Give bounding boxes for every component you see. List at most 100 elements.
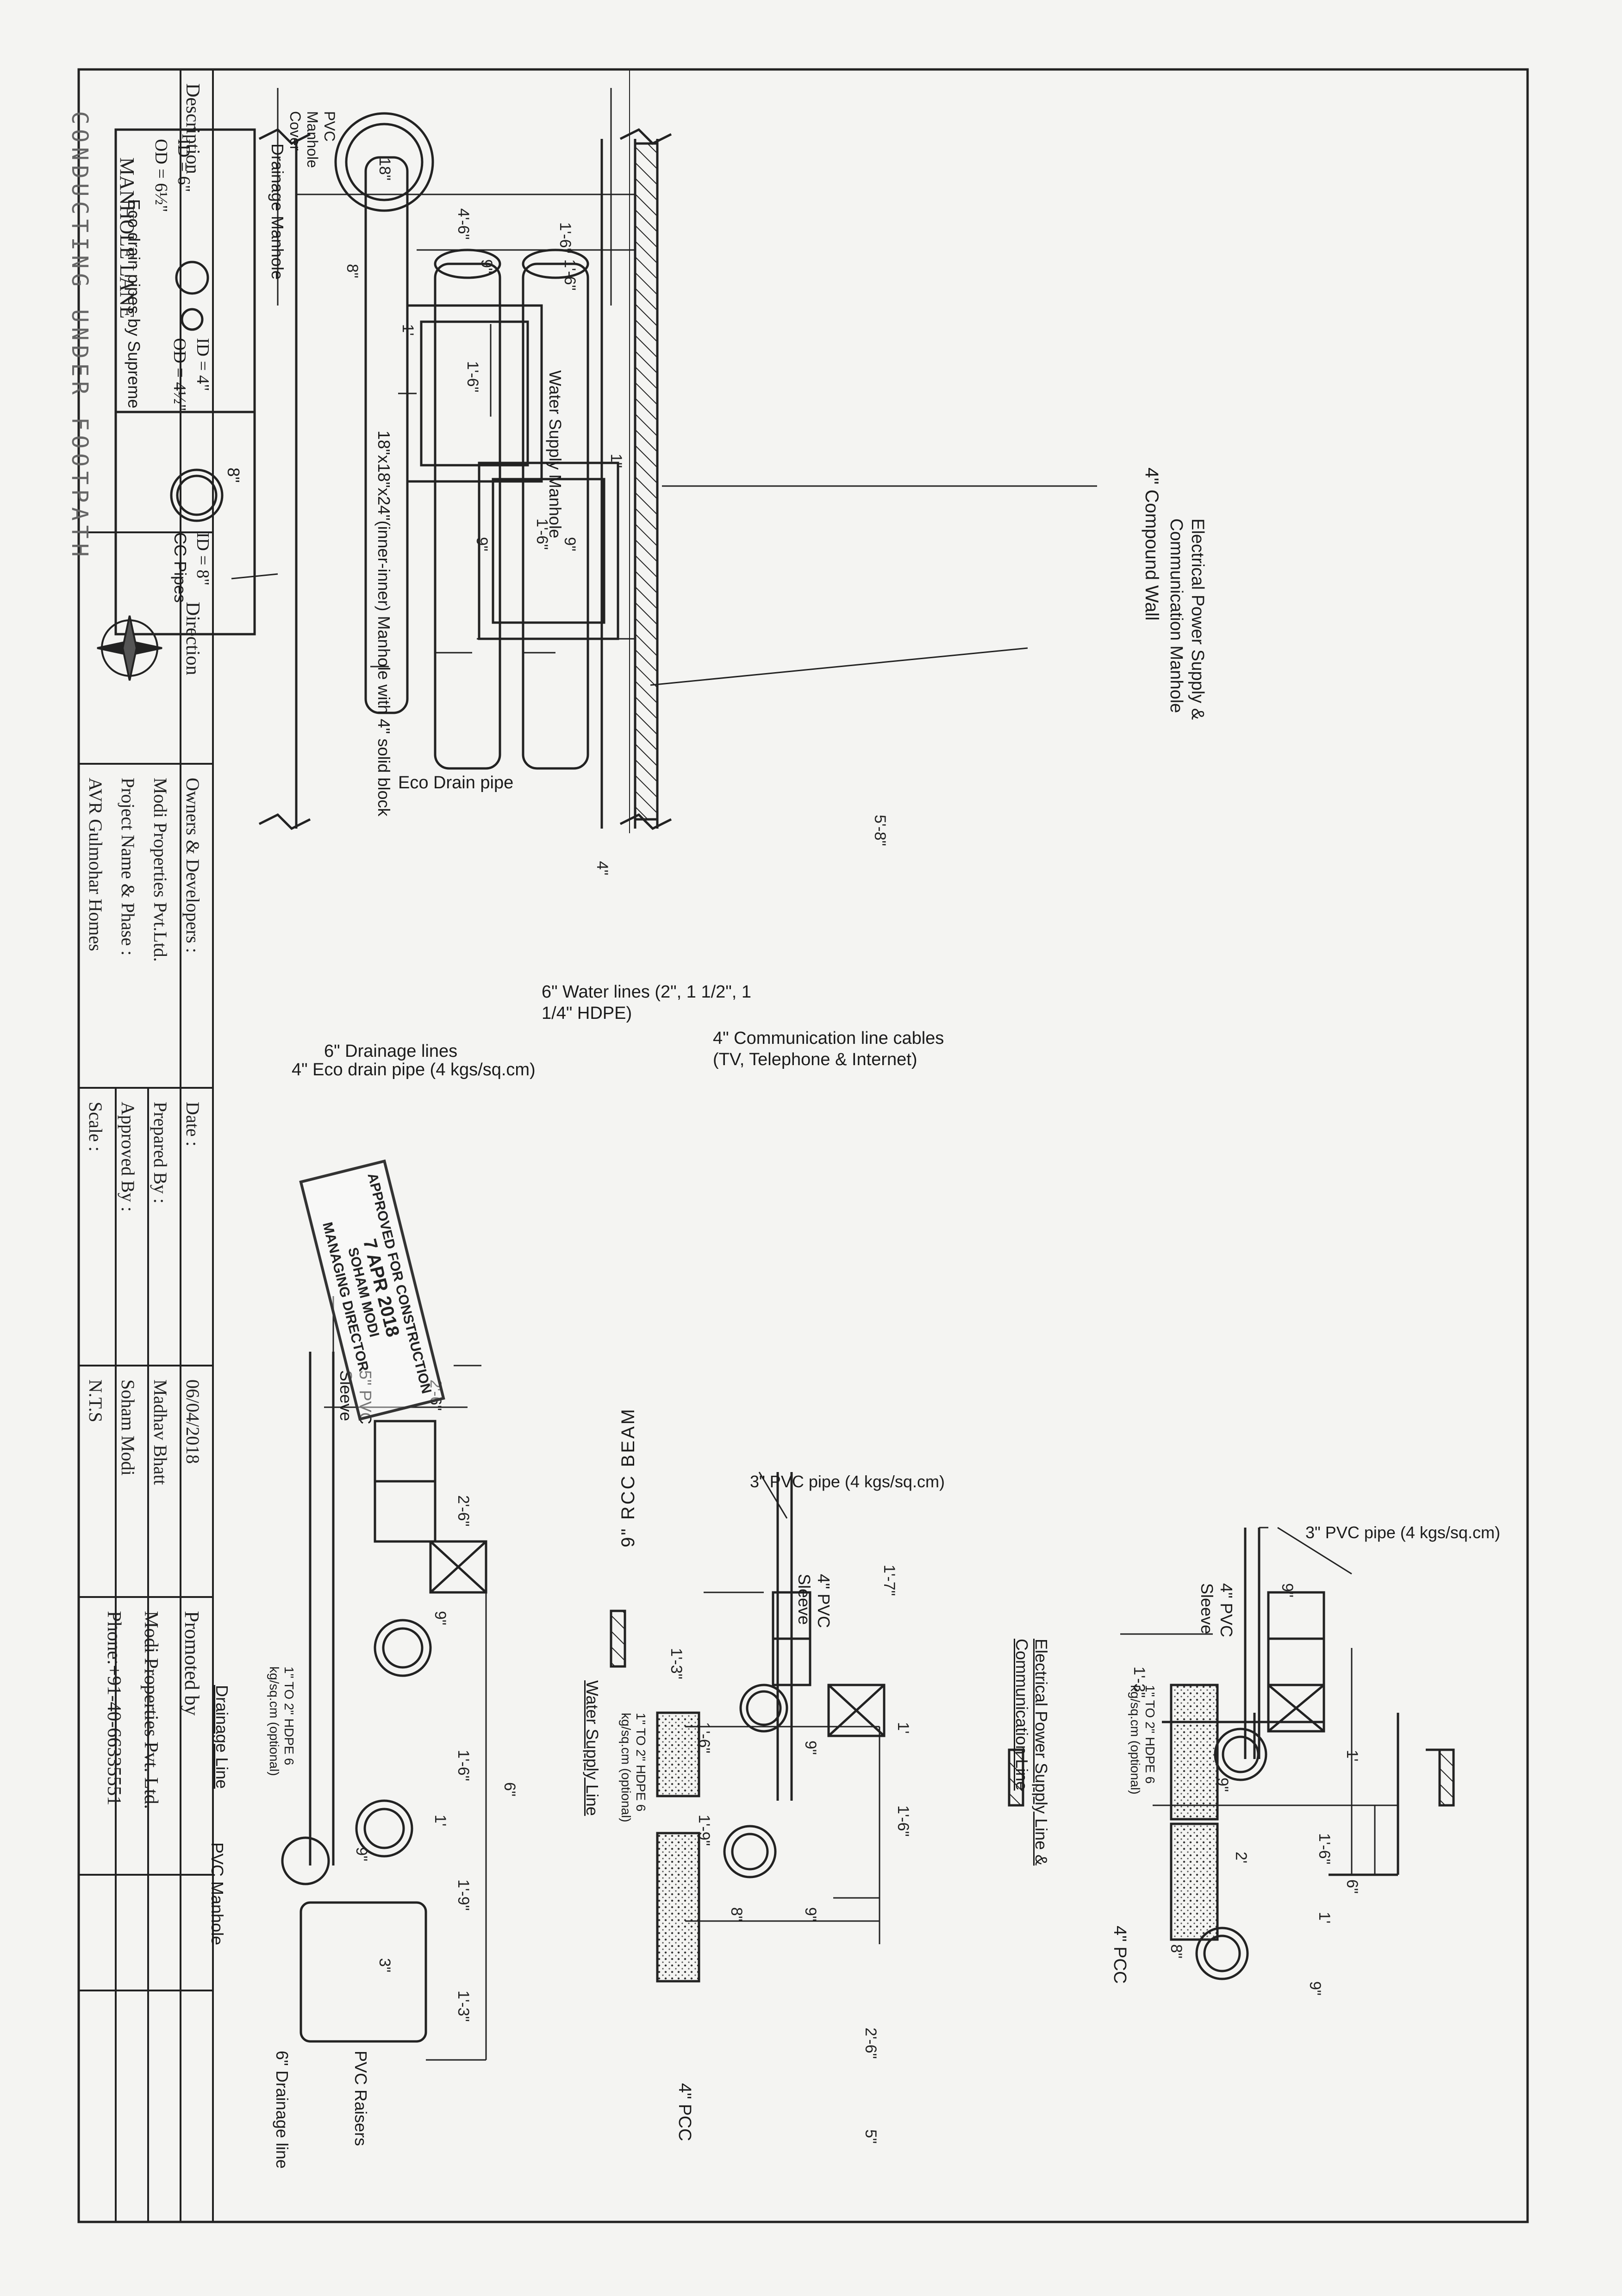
s1-pipe-a <box>1214 1728 1267 1781</box>
manhole-size-label: 18"x18"x24"(inner-inner) Manhole with 4"… <box>374 430 393 817</box>
dim: 1'-6" <box>1316 1833 1333 1865</box>
dim: 5'-8" <box>871 815 889 846</box>
dim: 1'-3" <box>455 1990 472 2022</box>
tb-description-v: MANHOLE LANE <box>116 157 138 319</box>
dim: 8" <box>728 1907 745 1922</box>
dim: 1'-6" <box>464 361 481 393</box>
dim: 9" <box>1279 1583 1296 1597</box>
dim: 3" <box>376 1958 393 1972</box>
dim: 4'-6" <box>455 208 472 240</box>
comm-cables-label: 4" Communication line cables (TV, Teleph… <box>713 1029 944 1069</box>
water-line-pipe <box>434 262 501 770</box>
dim: 1'-6" <box>561 259 579 291</box>
dim: 1' <box>431 1815 449 1827</box>
dim: 9" <box>353 1847 370 1861</box>
s2-sleeve-label: 4" PVC Sleeve <box>795 1574 833 1628</box>
tb-owners-h: Owners & Developers : <box>182 778 203 953</box>
dim: 1'-9" <box>455 1879 472 1911</box>
dim: 1' <box>1343 1750 1361 1762</box>
s3-title: Drainage Line <box>212 1685 231 1789</box>
s2-title: Water Supply Line <box>583 1680 602 1816</box>
dim: 9" <box>802 1741 819 1755</box>
s1-pipe-label: 3" PVC pipe (4 kgs/sq.cm) <box>1305 1523 1500 1542</box>
section-electrical <box>1120 1528 1455 1980</box>
title-block-frame <box>78 69 214 2223</box>
dim: 1'-3" <box>668 1648 685 1679</box>
water-lines-label: 6" Water lines (2", 1 1/2", 1 1/4" HDPE) <box>542 982 752 1023</box>
tb-phone: Phone:+91-40-66335551 <box>103 1611 125 1806</box>
s1-title: Electrical Power Supply Line & Communica… <box>1012 1639 1051 1866</box>
section-drainage <box>281 1352 626 2061</box>
s3-manhole-label: PVC Manhole <box>208 1842 227 1946</box>
s3-pvc-raisers <box>299 1901 427 2043</box>
water-manhole-outer <box>406 304 543 483</box>
dim: 1'-7" <box>880 1565 898 1596</box>
s2-pcc-right <box>656 1832 700 1983</box>
dim: 1' <box>894 1722 912 1734</box>
s3-hdpe-label: 1" TO 2" HDPE 6 kg/sq.cm (optional) <box>267 1666 296 1776</box>
s1-pcc-right <box>1170 1822 1219 1941</box>
dim: 1'-3" <box>1130 1666 1148 1698</box>
dim: 5" <box>862 2129 880 2144</box>
dim: 6" <box>501 1782 518 1797</box>
dim: 9" <box>561 537 579 551</box>
compound-wall-label: 4" Compound Wall <box>1142 468 1162 621</box>
s2-pcc-left <box>656 1711 700 1797</box>
water-manhole-inner <box>420 320 529 467</box>
dim: 1'-6" <box>894 1805 912 1837</box>
legend-circle-cc-inner <box>176 474 218 516</box>
tb-project-h: Project Name & Phase : <box>118 778 138 956</box>
title-block <box>78 69 214 2223</box>
legend-id4: ID = 4" <box>193 338 212 392</box>
dim: 2' <box>1232 1852 1250 1864</box>
eco-drain-pipe-label: 4" Eco drain pipe (4 kgs/sq.cm) <box>292 1060 536 1079</box>
s2-pcc-label: 4" PCC <box>675 2083 694 2141</box>
tb-project-v: AVR Gulmohar Homes <box>85 778 106 951</box>
eco-pipe-label: Eco Drain pipe <box>398 773 514 792</box>
s3-drain-label: 6" Drainage line <box>273 2051 292 2169</box>
drain-lines-label: 6" Drainage lines <box>324 1042 458 1061</box>
tb-scale-h: Scale : <box>85 1102 106 1152</box>
pvc-cover-label: PVC Manhole Cover <box>287 111 338 168</box>
s1-sleeve-label: 4" PVC Sleeve <box>1198 1583 1236 1637</box>
tb-prepared-v: Madhav Bhatt <box>150 1379 171 1485</box>
s3-pipe-b <box>355 1799 413 1858</box>
s1-hdpe-label: 1" TO 2" HDPE 6 kg/sq.cm (optional) <box>1128 1685 1157 1795</box>
dim: 9" <box>1214 1778 1231 1792</box>
tb-approved-h: Approved By : <box>118 1102 138 1212</box>
elec-manhole-inner <box>492 478 605 624</box>
s2-pipe-b <box>723 1825 777 1878</box>
dim: 18" <box>376 157 393 181</box>
s2-pipe-a <box>739 1684 788 1733</box>
tb-scale-v: N.T.S <box>85 1379 106 1423</box>
comm-cable-pipe <box>522 262 589 770</box>
s1-pcc-left <box>1170 1684 1219 1821</box>
s3-drainage-pipe <box>281 1836 330 1885</box>
dim: 1'-6" <box>533 518 551 550</box>
dim: 1" <box>607 454 625 468</box>
drainage-manhole-label: Drainage Manhole <box>268 144 287 280</box>
eco-drain-pipe <box>364 156 409 714</box>
legend-id8: ID = 8" <box>193 532 212 586</box>
dim: 2'-6" <box>862 2028 880 2059</box>
tb-prepared-h: Prepared By : <box>150 1102 171 1204</box>
tb-owners-v: Modi Properties Pvt.Ltd. <box>150 778 171 962</box>
legend-cc-dim: 8" <box>224 468 243 483</box>
dim: 9" <box>478 259 495 274</box>
handwritten-note: CONDUCTING UNDER FOOTPATH <box>67 111 93 562</box>
dim: 4" <box>593 861 611 875</box>
s3-pipe-a <box>374 1619 432 1677</box>
dim: 1'-6" <box>695 1722 713 1753</box>
tb-approved-v: Soham Modi <box>118 1379 138 1476</box>
legend-od6: OD = 6½" <box>151 139 171 212</box>
dim: 1'-6" <box>455 1750 472 1781</box>
tb-promoted-h: Promoted by <box>181 1611 203 1716</box>
s3-raisers-label: PVC Raisers <box>351 2051 370 2146</box>
section-water <box>656 1472 1024 1983</box>
dim: 1' <box>399 324 417 336</box>
water-manhole-label: Water Supply Manhole <box>546 370 565 538</box>
dim: 6" <box>1343 1879 1361 1894</box>
